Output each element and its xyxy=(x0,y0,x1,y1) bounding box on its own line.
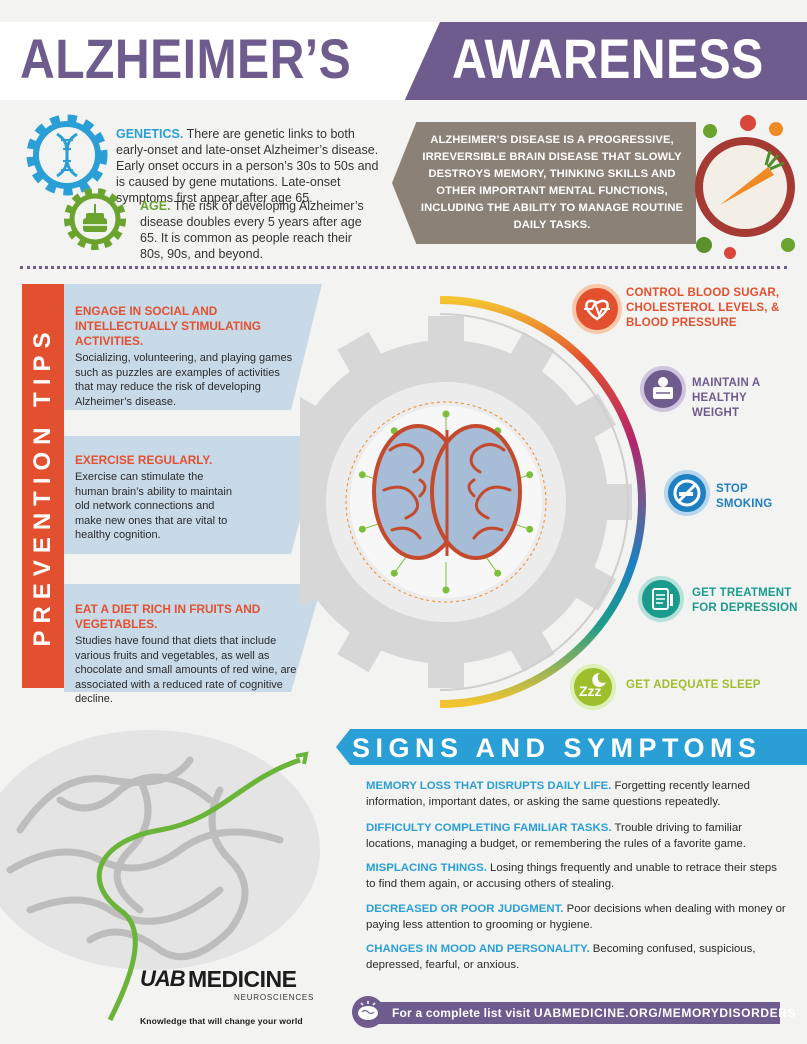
tip-body: Studies have found that diets that inclu… xyxy=(75,635,297,705)
arc-label-blood-sugar: CONTROL BLOOD SUGAR, CHOLESTEROL LEVELS,… xyxy=(626,287,780,329)
sleep-icon: Zzz xyxy=(570,664,616,710)
definition-text: ALZHEIMER’S DISEASE IS A PROGRESSIVE, IR… xyxy=(420,134,684,231)
tip-body: Exercise can stimulate the human brain’s… xyxy=(75,471,232,541)
age-label: AGE. xyxy=(140,199,171,213)
genetics-body: There are genetic links to both early-on… xyxy=(116,127,379,205)
footer-text: For a complete list visit UABMEDICINE.OR… xyxy=(392,1006,796,1020)
tip-heading: EXERCISE REGULARLY. xyxy=(75,453,213,467)
brain-icon xyxy=(352,996,384,1028)
age-paragraph: AGE. The risk of developing Alzheimer’s … xyxy=(140,198,372,262)
tip-box-diet xyxy=(64,584,322,692)
tip-diet: EAT A DIET RICH IN FRUITS AND VEGETABLES… xyxy=(75,602,311,707)
tip-heading: ENGAGE IN SOCIAL AND INTELLECTUALLY STIM… xyxy=(75,304,261,348)
signs-banner xyxy=(336,729,807,765)
tip-social: ENGAGE IN SOCIAL AND INTELLECTUALLY STIM… xyxy=(75,304,301,409)
footer-prefix: For a complete list visit xyxy=(392,1006,531,1020)
genetics-paragraph: GENETICS. There are genetic links to bot… xyxy=(116,126,386,206)
page-title-right: AWARENESS xyxy=(452,27,764,90)
arc-label-sleep: GET ADEQUATE SLEEP xyxy=(626,679,761,691)
symptom-item: CHANGES IN MOOD AND PERSONALITY. Becomin… xyxy=(366,942,786,973)
tip-box-social xyxy=(64,284,322,410)
logo-tagline: Knowledge that will change your world xyxy=(140,1016,303,1026)
definition-box xyxy=(392,122,696,244)
symptom-item: MISPLACING THINGS. Losing things frequen… xyxy=(366,861,786,892)
symptom-item: DIFFICULTY COMPLETING FAMILIAR TASKS. Tr… xyxy=(366,821,786,852)
footer-bar xyxy=(358,1002,780,1024)
symptom-body: Becoming confused, suspicious, depressed… xyxy=(366,943,756,971)
age-body: The risk of developing Alzheimer’s disea… xyxy=(140,199,364,261)
footer-url-link[interactable]: UABMEDICINE.ORG/MEMORYDISORDERS xyxy=(533,1006,797,1020)
cake-gear-icon xyxy=(62,186,128,252)
logo-subtitle: NEUROSCIENCES xyxy=(234,993,315,1002)
symptom-item: MEMORY LOSS THAT DISRUPTS DAILY LIFE. Fo… xyxy=(366,779,786,810)
symptom-heading: CHANGES IN MOOD AND PERSONALITY. xyxy=(366,943,590,955)
tip-heading: EAT A DIET RICH IN FRUITS AND VEGETABLES… xyxy=(75,602,261,631)
title-banner-white xyxy=(0,22,440,100)
tip-box-exercise xyxy=(64,436,322,554)
genetics-label: GENETICS. xyxy=(116,127,184,141)
prevention-title: PREVENTION TIPS xyxy=(29,325,56,647)
svg-text:Zzz: Zzz xyxy=(579,683,602,699)
signs-title: SIGNS AND SYMPTOMS xyxy=(352,733,762,763)
vegetable-plate-icon xyxy=(690,105,800,268)
uab-logo-mark: UAB xyxy=(140,966,186,991)
symptom-item: DECREASED OR POOR JUDGMENT. Poor decisio… xyxy=(366,902,786,933)
symptom-heading: MISPLACING THINGS. xyxy=(366,862,487,874)
symptom-heading: DECREASED OR POOR JUDGMENT. xyxy=(366,903,564,915)
section-divider xyxy=(20,266,787,269)
tip-exercise: EXERCISE REGULARLY. Exercise can stimula… xyxy=(75,453,235,543)
heartbeat-icon xyxy=(572,284,622,334)
arc-label-smoking: STOP SMOKING xyxy=(716,483,773,510)
arc-label-depression: GET TREATMENT FOR DEPRESSION xyxy=(692,587,798,614)
symptom-body: Losing things frequently and unable to r… xyxy=(366,862,777,890)
prevention-banner xyxy=(22,284,64,688)
symptom-body: Forgetting recently learned information,… xyxy=(366,780,751,808)
clipboard-icon xyxy=(638,576,684,622)
logo-name: MEDICINE xyxy=(188,966,297,992)
tip-body: Socializing, volunteering, and playing g… xyxy=(75,352,293,408)
symptom-heading: DIFFICULTY COMPLETING FAMILIAR TASKS. xyxy=(366,822,612,834)
dna-gear-icon xyxy=(24,112,110,198)
page-title-left: ALZHEIMER’S xyxy=(20,27,352,90)
maze-brain-graphic xyxy=(0,730,320,1022)
symptom-body: Trouble driving to familiar locations, m… xyxy=(366,822,746,850)
symptom-body: Poor decisions when dealing with money o… xyxy=(366,903,786,931)
no-smoking-icon xyxy=(664,470,710,516)
brain-gear-graphic xyxy=(300,296,646,708)
scale-icon xyxy=(640,366,686,412)
arc-label-weight: MAINTAIN A HEALTHY WEIGHT xyxy=(692,377,761,419)
symptom-heading: MEMORY LOSS THAT DISRUPTS DAILY LIFE. xyxy=(366,780,612,792)
